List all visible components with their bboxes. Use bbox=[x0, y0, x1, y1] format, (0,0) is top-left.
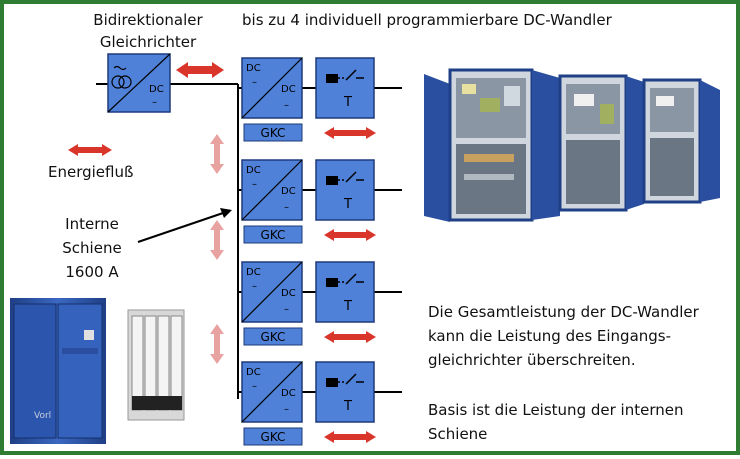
converter-minus-top: – bbox=[252, 179, 257, 190]
converter-row-3: DC – DC – GKC T bbox=[238, 261, 402, 346]
converter-minus-top: – bbox=[252, 381, 257, 392]
rectifier-cabinet-photo: Vorl bbox=[10, 298, 106, 444]
energy-arrow-rectifier bbox=[176, 62, 224, 78]
gkc-label: GKC bbox=[261, 330, 286, 344]
relay-coil-icon bbox=[326, 378, 338, 387]
converter-row-2: DC – DC – GKC T bbox=[238, 159, 402, 244]
switch-contact-icon bbox=[345, 273, 357, 285]
ac-wave-icon bbox=[113, 65, 127, 71]
converter-cabinets-photo bbox=[424, 68, 720, 222]
power-modules-photo bbox=[127, 309, 185, 421]
converter-minus-top: – bbox=[252, 77, 257, 88]
bus-label-line2: Schiene bbox=[62, 239, 122, 257]
rectifier-heading-line2: Gleichrichter bbox=[99, 33, 197, 51]
gkc-box bbox=[243, 123, 303, 142]
note-line2: kann die Leistung des Eingangs- bbox=[428, 327, 672, 345]
schematic: DC – DC – DC – GKC T DC – DC – GKC T DC – DC – GKC T bbox=[10, 53, 720, 446]
switch-block bbox=[315, 361, 375, 423]
gkc-label: GKC bbox=[261, 430, 286, 444]
converter-row-1: DC – DC – GKC T bbox=[238, 57, 402, 142]
converter-minus-top: – bbox=[252, 281, 257, 292]
energy-arrow-output bbox=[324, 127, 376, 139]
converter-minus-bottom: – bbox=[284, 202, 289, 213]
note-line1: Die Gesamtleistung der DC-Wandler bbox=[428, 303, 699, 321]
converter-top-label: DC bbox=[246, 165, 261, 176]
switch-label: T bbox=[343, 299, 352, 314]
gkc-box bbox=[243, 427, 303, 446]
note-line4: Basis ist die Leistung der internen bbox=[428, 401, 684, 419]
energy-flow-label: Energiefluß bbox=[48, 163, 134, 181]
gkc-label: GKC bbox=[261, 126, 286, 140]
energy-arrow-output bbox=[324, 331, 376, 343]
energy-arrow-output bbox=[324, 229, 376, 241]
note-line5: Schiene bbox=[428, 425, 488, 443]
converter-right-label: DC bbox=[281, 288, 296, 299]
converter-top-label: DC bbox=[246, 367, 261, 378]
switch-contact-icon bbox=[345, 373, 357, 385]
vertical-arrow-2 bbox=[210, 220, 224, 260]
rectifier-block: DC – bbox=[107, 53, 171, 113]
gkc-box bbox=[243, 225, 303, 244]
vertical-arrow-1 bbox=[210, 134, 224, 174]
switch-label: T bbox=[343, 399, 352, 414]
legend-arrow-icon bbox=[68, 144, 112, 156]
switch-label: T bbox=[343, 197, 352, 212]
relay-coil-icon bbox=[326, 74, 338, 83]
converter-right-label: DC bbox=[281, 388, 296, 399]
vertical-arrow-3 bbox=[210, 324, 224, 364]
note-line3: gleichrichter überschreiten. bbox=[428, 351, 636, 369]
gkc-label: GKC bbox=[261, 228, 286, 242]
bus-pointer-arrow bbox=[137, 208, 232, 243]
converter-minus-bottom: – bbox=[284, 100, 289, 111]
converter-right-label: DC bbox=[281, 84, 296, 95]
switch-block bbox=[315, 159, 375, 221]
rectifier-heading-line1: Bidirektionaler bbox=[93, 11, 203, 29]
rectifier-dc-label: DC bbox=[149, 84, 164, 95]
switch-block bbox=[315, 57, 375, 119]
gkc-box bbox=[243, 327, 303, 346]
switch-contact-icon bbox=[345, 69, 357, 81]
switch-block bbox=[315, 261, 375, 323]
converter-row-4: DC – DC – GKC T bbox=[238, 361, 402, 446]
converter-top-label: DC bbox=[246, 63, 261, 74]
converter-minus-bottom: – bbox=[284, 304, 289, 315]
switch-label: T bbox=[343, 95, 352, 110]
converter-minus-bottom: – bbox=[284, 404, 289, 415]
bus-label-line1: Interne bbox=[65, 215, 119, 233]
relay-coil-icon bbox=[326, 278, 338, 287]
converters-heading: bis zu 4 individuell programmierbare DC-… bbox=[242, 11, 612, 29]
display-icon bbox=[84, 330, 94, 340]
energy-arrow-output bbox=[324, 431, 376, 443]
switch-contact-icon bbox=[345, 171, 357, 183]
relay-coil-icon bbox=[326, 176, 338, 185]
converter-right-label: DC bbox=[281, 186, 296, 197]
ac-coil-icon bbox=[111, 75, 125, 89]
rectifier-minus: – bbox=[152, 97, 157, 108]
bus-label-line3: 1600 A bbox=[65, 263, 119, 281]
converter-top-label: DC bbox=[246, 267, 261, 278]
watermark: Vorl bbox=[34, 411, 51, 421]
